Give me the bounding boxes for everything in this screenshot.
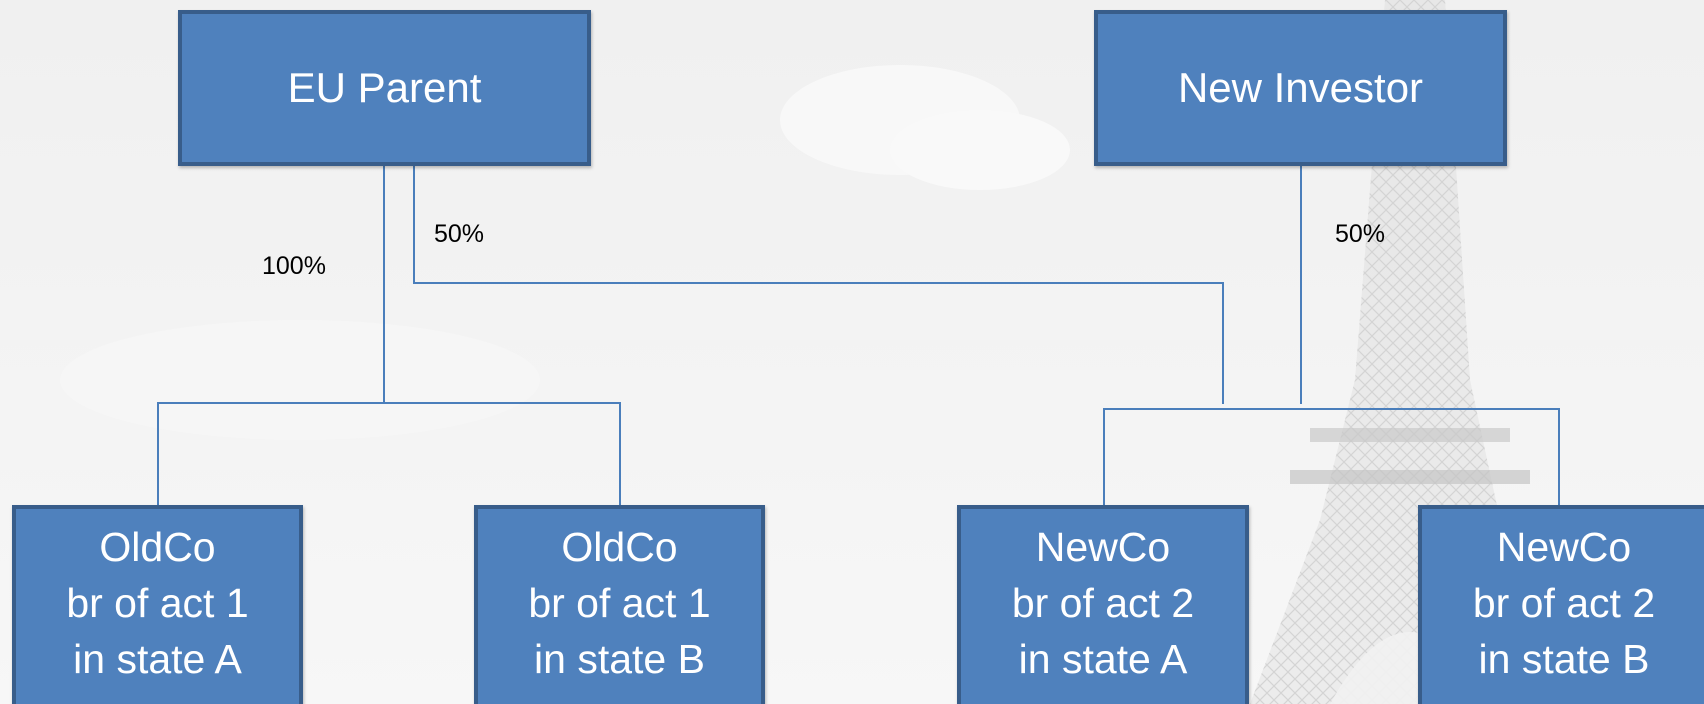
entity-eu-parent: EU Parent xyxy=(178,10,591,166)
entity-state: in state A xyxy=(1018,636,1188,682)
entity-state: in state B xyxy=(534,636,705,682)
entity-name: OldCo xyxy=(99,524,216,570)
connector-eu-parent-trunk xyxy=(383,165,385,403)
connector-newco-a-drop xyxy=(1103,408,1105,506)
connector-eu-parent-newco-down xyxy=(413,165,415,284)
connector-eu-parent-newco-across xyxy=(413,282,1224,284)
entity-branch: br of act 2 xyxy=(1011,580,1195,626)
connector-new-investor-trunk xyxy=(1300,165,1302,404)
entity-eu-parent-label: EU Parent xyxy=(287,64,482,111)
connector-eu-parent-newco-drop xyxy=(1222,282,1224,404)
entity-branch: br of act 1 xyxy=(66,580,249,626)
connector-newco-b-drop xyxy=(1558,408,1560,506)
ownership-label-new-investor-newco: 50% xyxy=(1335,220,1386,248)
ownership-label-oldco: 100% xyxy=(262,252,326,280)
connector-oldco-b-drop xyxy=(619,402,621,506)
entity-new-investor-label: New Investor xyxy=(1177,64,1424,111)
connector-newco-bus xyxy=(1103,408,1560,410)
entity-state: in state B xyxy=(1478,636,1650,682)
entity-newco-state-a: NewCo br of act 2 in state A xyxy=(957,505,1249,704)
entity-state: in state A xyxy=(73,636,242,682)
entity-new-investor: New Investor xyxy=(1094,10,1507,166)
ownership-label-eu-parent-newco: 50% xyxy=(434,220,485,248)
connector-oldco-bus xyxy=(157,402,621,404)
entity-name: NewCo xyxy=(1496,524,1632,570)
connector-oldco-a-drop xyxy=(157,402,159,506)
entity-branch: br of act 1 xyxy=(528,580,711,626)
entity-name: NewCo xyxy=(1035,524,1171,570)
entity-name: OldCo xyxy=(561,524,678,570)
entity-branch: br of act 2 xyxy=(1472,580,1656,626)
entity-oldco-state-b: OldCo br of act 1 in state B xyxy=(474,505,765,704)
entity-oldco-state-a: OldCo br of act 1 in state A xyxy=(12,505,303,704)
entity-newco-state-b: NewCo br of act 2 in state B xyxy=(1418,505,1704,704)
